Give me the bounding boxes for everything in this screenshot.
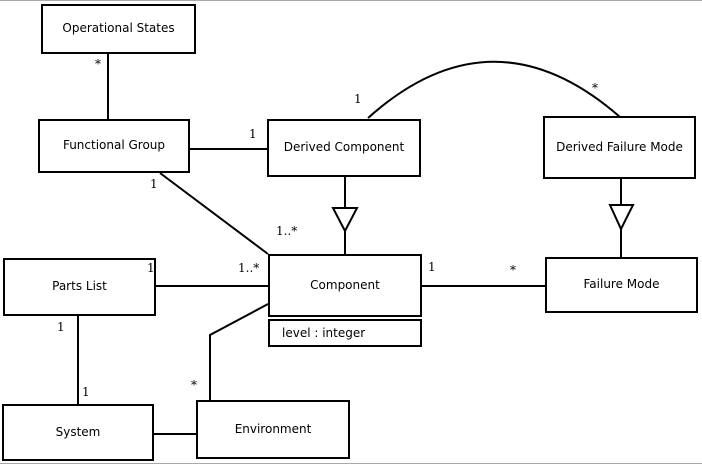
multiplicity-comp-env: * <box>191 378 197 392</box>
class-label: Component <box>310 277 380 292</box>
multiplicity-fg-comp-one: 1 <box>150 177 158 191</box>
multiplicity-fg-comp-many: 1..* <box>276 224 298 238</box>
multiplicity-fg-dcomp: 1 <box>249 127 257 141</box>
edge-dcomp-dfm-arc <box>367 60 621 119</box>
class-label: Operational States <box>62 21 175 36</box>
class-component[interactable]: Component <box>268 254 422 317</box>
class-functional-group[interactable]: Functional Group <box>38 119 190 173</box>
class-environment[interactable]: Environment <box>196 400 350 459</box>
multiplicity-pl-comp-one: 1 <box>147 261 155 275</box>
class-system[interactable]: System <box>2 404 154 461</box>
class-label: Failure Mode <box>583 277 660 292</box>
multiplicity-pl-comp-many: 1..* <box>238 261 260 275</box>
generalization-triangle-component <box>331 207 359 234</box>
multiplicity-comp-fm-one: 1 <box>428 260 436 274</box>
multiplicity-pl-sys-top: 1 <box>57 320 65 334</box>
attribute-label: level : integer <box>282 326 366 340</box>
multiplicity-comp-fm-many: * <box>510 263 516 277</box>
class-label: Parts List <box>52 279 107 294</box>
multiplicity-dcomp-dfm-many: * <box>592 81 598 95</box>
class-failure-mode[interactable]: Failure Mode <box>545 257 698 313</box>
multiplicity-dcomp-dfm-one: 1 <box>354 92 362 106</box>
class-derived-component[interactable]: Derived Component <box>267 119 421 177</box>
class-component-attribute-compartment[interactable]: level : integer <box>268 319 422 347</box>
class-operational-states[interactable]: Operational States <box>41 4 196 54</box>
class-label: Derived Component <box>283 140 405 155</box>
multiplicity-opstates-fg: * <box>95 57 101 71</box>
class-parts-list[interactable]: Parts List <box>3 258 156 316</box>
class-label: Functional Group <box>62 138 166 153</box>
class-label: System <box>55 424 101 439</box>
multiplicity-pl-sys-bottom: 1 <box>82 385 90 399</box>
edge-comp-env <box>209 303 269 400</box>
class-derived-failure-mode[interactable]: Derived Failure Mode <box>543 116 696 179</box>
generalization-triangle-failure-mode <box>608 204 635 232</box>
class-label: Environment <box>234 421 312 436</box>
class-label: Derived Failure Mode <box>556 139 683 154</box>
edge-fg-comp <box>159 172 269 255</box>
